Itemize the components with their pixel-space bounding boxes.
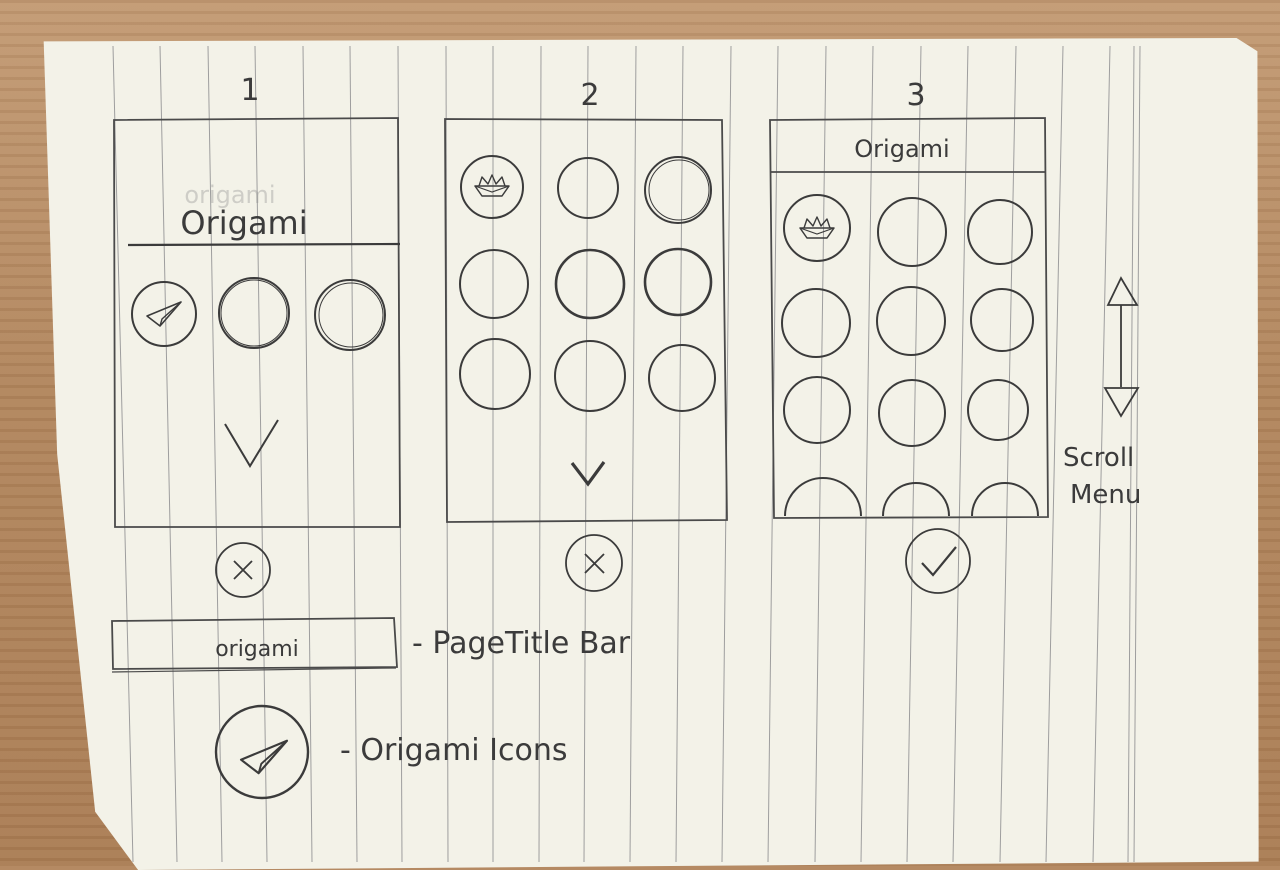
wireframe-3: 3 Origami: [769, 78, 1141, 594]
title-bar-sample-text: origami: [215, 637, 299, 662]
origami-icon-button[interactable]: [877, 197, 947, 267]
scroll-note-line1: Scroll: [1063, 443, 1134, 473]
origami-icon-button-partial[interactable]: [882, 482, 950, 517]
paper-plane-icon: [146, 301, 182, 327]
chevron-down-icon[interactable]: [570, 461, 606, 487]
scroll-arrow-icon: [1103, 276, 1140, 418]
phone-outline: [113, 117, 401, 528]
origami-icons-caption: - Origami Icons: [340, 733, 568, 768]
close-button[interactable]: [215, 542, 271, 598]
origami-icon-button[interactable]: [460, 155, 524, 219]
page-title: Origami: [180, 204, 307, 242]
paper-plane-icon: [239, 739, 289, 775]
origami-icon-button[interactable]: [554, 340, 626, 412]
title-underline: [127, 242, 401, 247]
origami-icon-button-partial[interactable]: [784, 477, 862, 517]
ruled-lines: [112, 45, 1141, 863]
phone-outline: [444, 118, 728, 523]
title-bar-shadow: [111, 667, 397, 673]
page-title: Origami: [854, 135, 949, 163]
origami-icon-button[interactable]: [876, 286, 946, 356]
close-icon: [233, 560, 253, 580]
origami-icon-button[interactable]: [314, 279, 386, 351]
origami-icon-button[interactable]: [781, 288, 851, 358]
origami-icon-button[interactable]: [967, 379, 1029, 441]
origami-icon-button[interactable]: [878, 379, 946, 447]
frame-number: 2: [580, 78, 599, 113]
frame-number: 1: [240, 73, 259, 108]
notebook-page: [43, 38, 1259, 870]
origami-icon-button[interactable]: [648, 344, 716, 412]
paper-boat-icon: [474, 174, 510, 197]
wireframe-2: 2: [444, 78, 728, 592]
origami-icon-button-partial[interactable]: [971, 482, 1039, 517]
paper-boat-icon: [799, 216, 835, 239]
checkmark-icon: [921, 546, 957, 577]
icon-row: [131, 277, 386, 351]
origami-icon-button[interactable]: [459, 338, 531, 410]
origami-icon-button[interactable]: [970, 288, 1034, 352]
origami-icon-button[interactable]: [967, 199, 1033, 265]
confirm-button[interactable]: [905, 528, 971, 594]
origami-icon-button[interactable]: [554, 248, 626, 320]
origami-icon-button[interactable]: [783, 376, 851, 444]
icon-grid: [459, 155, 716, 412]
origami-icon-button[interactable]: [644, 156, 712, 224]
origami-icon-button[interactable]: [783, 194, 851, 262]
origami-icon-button[interactable]: [218, 277, 290, 349]
title-bar-caption: - PageTitle Bar: [412, 626, 631, 661]
origami-icon-button[interactable]: [643, 247, 713, 317]
frame-number: 3: [906, 78, 925, 113]
chevron-down-icon[interactable]: [224, 419, 279, 468]
title-bar-sample: [111, 617, 398, 670]
origami-icon-button[interactable]: [131, 281, 197, 347]
scroll-note-line2: Menu: [1070, 480, 1141, 510]
close-icon: [584, 553, 605, 574]
phone-outline: [769, 117, 1049, 519]
origami-icon-button[interactable]: [557, 157, 619, 219]
wireframe-1: 1 origami Origami: [113, 73, 401, 598]
close-button[interactable]: [565, 534, 623, 592]
scroll-icon-grid: [781, 194, 1039, 517]
origami-icon-sample: [214, 704, 310, 800]
origami-icon-button[interactable]: [459, 249, 529, 319]
faint-title: origami: [184, 181, 275, 209]
legend: origami - PageTitle Bar - Origami Icons: [111, 617, 631, 800]
